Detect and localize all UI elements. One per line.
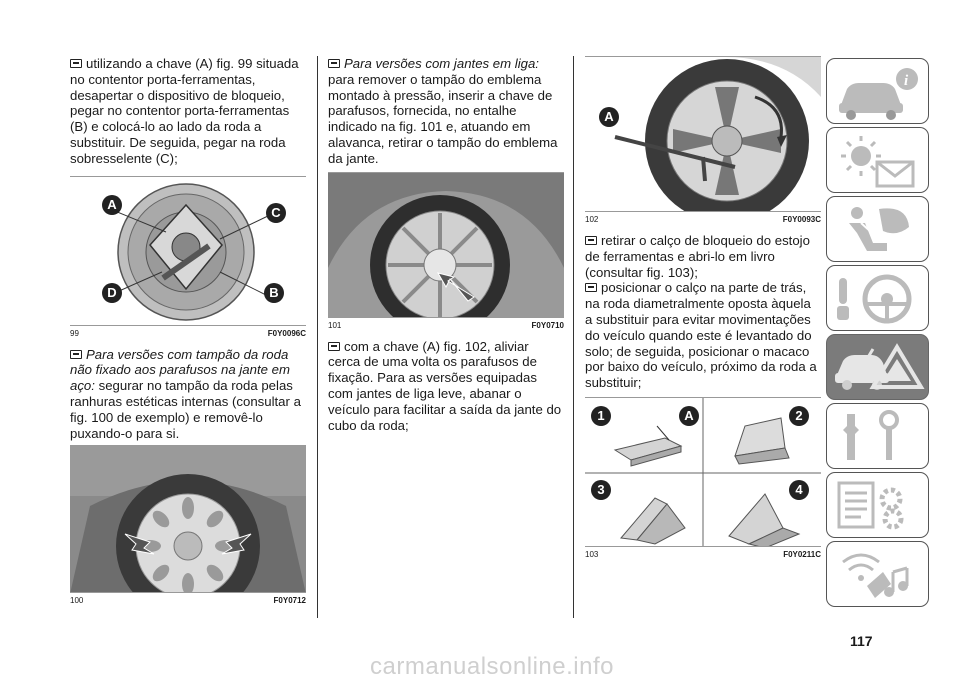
checkbox-bullet-icon — [585, 283, 597, 293]
figure-caption: 103 F0Y0211C — [585, 550, 821, 564]
chapter-tab-maintenance[interactable] — [826, 403, 929, 469]
step-number-3: 3 — [591, 479, 611, 500]
specs-gear-icon — [837, 481, 904, 530]
warning-lights-icon — [841, 136, 915, 188]
checkbox-bullet-icon — [70, 59, 82, 68]
figure-number: 103 — [585, 549, 599, 559]
paragraph: com a chave (A) fig. 102, aliviar cerca … — [328, 338, 562, 433]
watermark-text: carmanualsonline.info — [370, 653, 614, 680]
figure-number: 101 — [328, 320, 342, 330]
checkbox-bullet-icon — [70, 349, 82, 359]
column-divider — [317, 56, 318, 618]
tools-icon — [843, 410, 899, 460]
wheel-chock-unfold-steps-illustration — [585, 397, 821, 546]
figure-caption: 102 F0Y0093C — [585, 215, 821, 229]
chapter-tab-emergency[interactable] — [826, 334, 929, 400]
figure-100 — [70, 445, 306, 594]
column-3: A 102 F0Y0093C retirar o calço de bloque… — [585, 56, 821, 564]
spare-wheel-toolbox-illustration — [70, 176, 306, 325]
figure-code: F0Y0211C — [783, 549, 821, 559]
chapter-tab-technical-data[interactable] — [826, 472, 929, 538]
paragraph: Para versões com tampão da roda não fixa… — [70, 346, 301, 441]
figure-caption: 99 F0Y0096C — [70, 329, 306, 343]
chapter-tab-warning-lights[interactable] — [826, 127, 929, 193]
chapter-tab-safety[interactable] — [826, 196, 929, 262]
paragraph: posicionar o calço na parte de trás, na … — [585, 280, 817, 391]
checkbox-bullet-icon — [585, 236, 597, 245]
figure-number: 102 — [585, 215, 599, 224]
car-emergency-icon — [835, 343, 925, 390]
callout-a: A — [102, 194, 122, 215]
steering-wheel-icon — [837, 274, 912, 324]
figure-99: A B C D — [70, 175, 306, 326]
figure-caption: 101 F0Y0710 — [328, 321, 564, 335]
figure-103: 1 A 2 3 4 — [585, 396, 821, 547]
chapter-tab-car-info[interactable]: i — [826, 58, 929, 124]
steel-wheel-cover-removal-illustration — [70, 446, 306, 593]
multimedia-icon — [842, 553, 909, 598]
airbag-seat-icon — [849, 207, 909, 251]
paragraph: retirar o calço de bloqueio do estojo de… — [585, 233, 810, 280]
step-number-2: 2 — [789, 405, 809, 426]
callout-d: D — [102, 282, 122, 303]
figure-code: F0Y0710 — [531, 320, 564, 330]
paragraph: Para versões com jantes em liga:para rem… — [328, 56, 558, 166]
figure-number: 99 — [70, 328, 79, 338]
figure-101 — [328, 171, 564, 318]
svg-text:i: i — [904, 73, 909, 89]
figure-code: F0Y0093C — [782, 215, 821, 224]
callout-b: B — [264, 282, 284, 303]
column-1: utilizando a chave (A) fig. 99 situada n… — [70, 56, 306, 610]
checkbox-bullet-icon — [328, 59, 340, 68]
figure-102: A — [585, 56, 821, 212]
column-divider — [573, 56, 574, 618]
figure-caption: 100 F0Y0712 — [70, 596, 306, 610]
step-number-4: 4 — [789, 479, 809, 500]
loosen-wheel-bolts-illustration — [585, 57, 821, 211]
checkbox-bullet-icon — [328, 341, 340, 351]
callout-c: C — [266, 202, 286, 223]
figure-code: F0Y0712 — [273, 596, 306, 606]
callout-a: A — [679, 405, 699, 426]
page-number: 117 — [850, 633, 873, 649]
alloy-wheel-emblem-removal-illustration — [328, 172, 564, 317]
figure-number: 100 — [70, 596, 84, 606]
callout-a: A — [599, 107, 619, 127]
step-number-1: 1 — [591, 405, 611, 426]
paragraph: utilizando a chave (A) fig. 99 situada n… — [70, 56, 299, 166]
column-2: Para versões com jantes em liga:para rem… — [328, 56, 564, 433]
car-info-icon: i — [839, 68, 918, 120]
chapter-tab-multimedia[interactable] — [826, 541, 929, 607]
chapter-tab-driving[interactable] — [826, 265, 929, 331]
figure-code: F0Y0096C — [267, 328, 306, 338]
